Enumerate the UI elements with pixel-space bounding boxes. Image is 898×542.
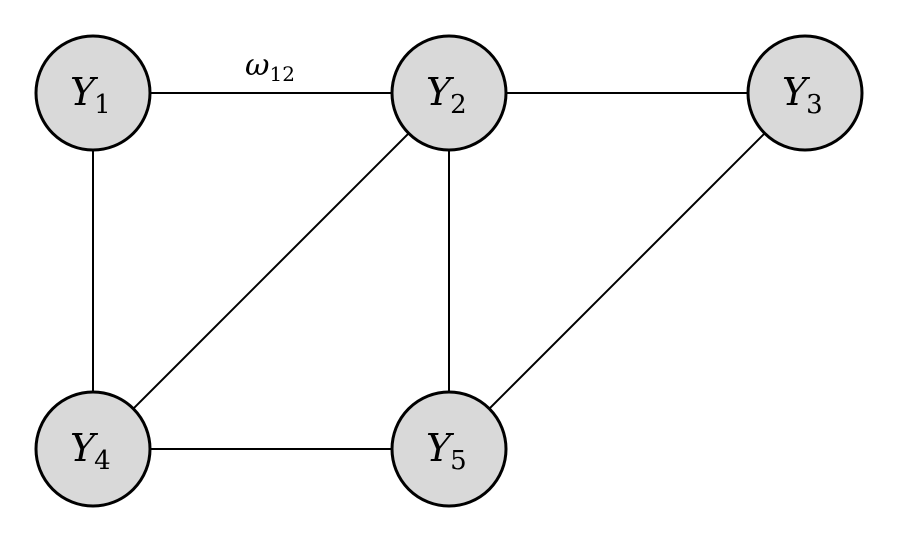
node-label: Y2 bbox=[426, 70, 467, 120]
node-symbol: Y bbox=[782, 70, 811, 114]
node-subscript: 1 bbox=[94, 90, 111, 120]
node-symbol: Y bbox=[426, 426, 455, 470]
node-circle bbox=[34, 34, 152, 152]
node-symbol: Y bbox=[426, 70, 455, 114]
edge-label-symbol: ω bbox=[245, 48, 269, 83]
node-symbol: Y bbox=[70, 70, 99, 114]
node-y5: Y5 bbox=[390, 390, 508, 508]
node-subscript: 2 bbox=[450, 90, 467, 120]
node-y2: Y2 bbox=[390, 34, 508, 152]
node-y1: Y1 bbox=[34, 34, 152, 152]
node-label: Y1 bbox=[70, 70, 111, 120]
node-y4: Y4 bbox=[34, 390, 152, 508]
node-subscript: 3 bbox=[806, 90, 823, 120]
node-subscript: 4 bbox=[94, 446, 111, 476]
edges-layer bbox=[92, 92, 806, 450]
edge-y3-y5 bbox=[448, 92, 806, 450]
edge-label-subscript: 12 bbox=[269, 62, 294, 86]
edge-label-y1-y2: ω12 bbox=[245, 48, 295, 86]
node-label: Y4 bbox=[70, 426, 111, 476]
node-label: Y5 bbox=[426, 426, 467, 476]
edge-labels-layer: ω12 bbox=[245, 48, 295, 86]
node-label: Y3 bbox=[782, 70, 823, 120]
node-y3: Y3 bbox=[746, 34, 864, 152]
edge-y2-y4 bbox=[92, 92, 450, 450]
node-symbol: Y bbox=[70, 426, 99, 470]
node-circle bbox=[34, 390, 152, 508]
node-circle bbox=[390, 34, 508, 152]
node-circle bbox=[390, 390, 508, 508]
node-circle bbox=[746, 34, 864, 152]
node-subscript: 5 bbox=[450, 446, 467, 476]
